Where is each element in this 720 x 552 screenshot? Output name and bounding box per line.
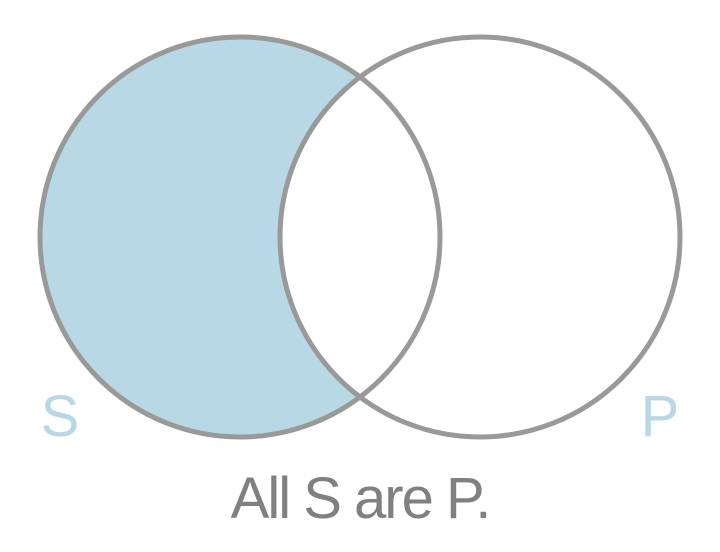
- set-label-p: P: [641, 384, 680, 449]
- circle-p: [277, 34, 683, 440]
- set-label-s: S: [41, 384, 80, 449]
- diagram-caption: All S are P.: [231, 466, 490, 531]
- circle-s: [37, 34, 443, 440]
